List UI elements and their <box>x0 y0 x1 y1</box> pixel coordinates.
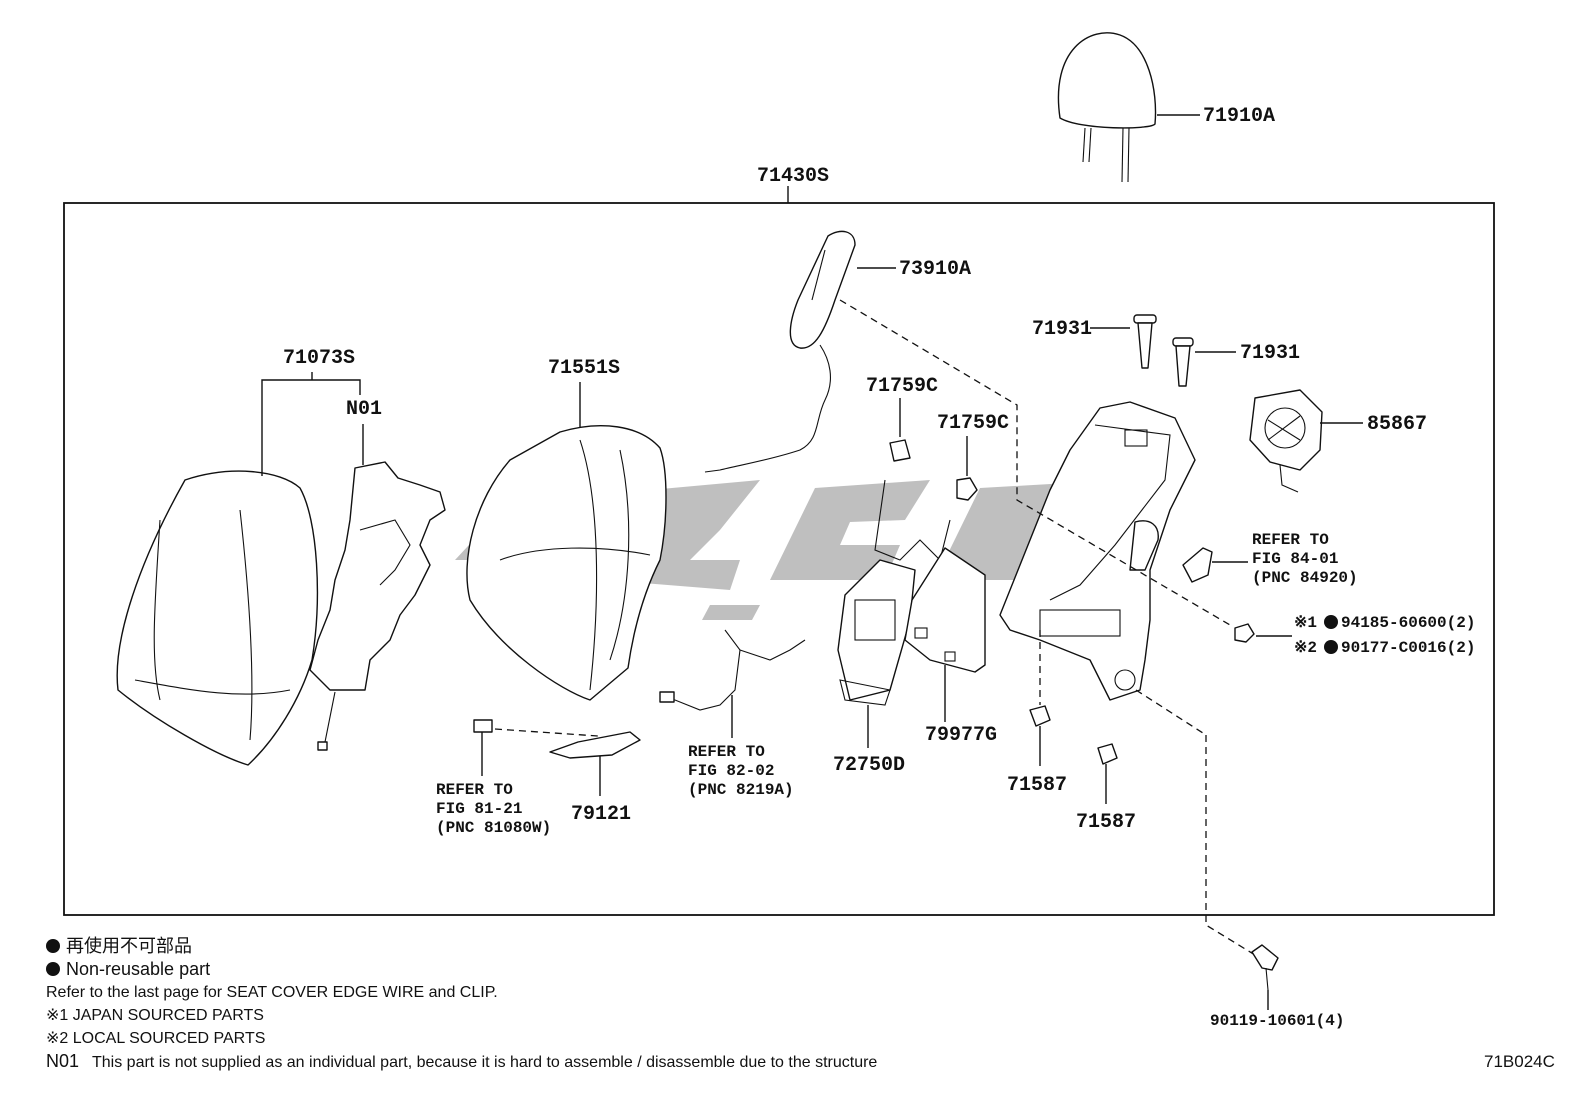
lumbar-support-part <box>837 479 951 706</box>
note-local-sourced: ※2 LOCAL SOURCED PARTS <box>46 1030 266 1047</box>
seatback-pad-part <box>466 425 667 701</box>
label-71931-a[interactable]: 71931 <box>1032 318 1092 341</box>
non-reusable-dot-2 <box>1324 640 1338 654</box>
ref-fig84-line2[interactable]: FIG 84-01 <box>1252 550 1338 568</box>
nut-71759C-b <box>956 477 978 501</box>
ref-fig82-line3[interactable]: (PNC 8219A) <box>688 781 794 799</box>
ref-fig84-line3[interactable]: (PNC 84920) <box>1252 569 1358 587</box>
mark-local: ※2 <box>1294 639 1317 657</box>
note-n01: N01 This part is not supplied as an indiv… <box>46 1050 1046 1073</box>
figure-code: 71B024C <box>1484 1052 1555 1071</box>
ref-fig81-line2[interactable]: FIG 81-21 <box>436 800 522 818</box>
label-71551S[interactable]: 71551S <box>548 357 620 380</box>
non-reusable-dot-icon <box>46 962 60 976</box>
label-71910A[interactable]: 71910A <box>1203 105 1275 128</box>
label-90177-C0016[interactable]: 90177-C0016(2) <box>1341 639 1475 657</box>
ref-fig84-line1[interactable]: REFER TO <box>1252 531 1329 549</box>
note-edge-wire: Refer to the last page for SEAT COVER ED… <box>46 984 498 1001</box>
clip-84920-part <box>1182 547 1213 583</box>
assembly-frame <box>63 202 1495 916</box>
label-72750D[interactable]: 72750D <box>833 754 905 777</box>
ref-fig82-line1[interactable]: REFER TO <box>688 743 765 761</box>
n01-backing-part <box>309 461 446 751</box>
ref-fig81-line3[interactable]: (PNC 81080W) <box>436 819 551 837</box>
notes-block: 再使用不可部品 Non-reusable part Refer to the l… <box>46 935 1046 1073</box>
dashed-leader-airbag <box>839 299 1231 626</box>
mark-japan: ※1 <box>1294 614 1317 632</box>
board-79977G-part <box>904 547 986 673</box>
seatback-frame-part <box>999 401 1196 701</box>
lumbar-cover-part <box>1249 389 1323 493</box>
label-85867[interactable]: 85867 <box>1367 413 1427 436</box>
label-N01[interactable]: N01 <box>346 398 382 421</box>
ref-fig81-line1[interactable]: REFER TO <box>436 781 513 799</box>
headrest-part <box>1057 32 1157 183</box>
guide-71931-a <box>1133 314 1157 369</box>
note-n01-code: N01 <box>46 1051 80 1071</box>
non-reusable-dot-icon <box>46 939 60 953</box>
bolt-90119-part <box>1251 944 1279 991</box>
label-90119-10601[interactable]: 90119-10601(4) <box>1210 1012 1344 1030</box>
guide-71931-b <box>1172 337 1194 387</box>
label-71759C-b[interactable]: 71759C <box>937 412 1009 435</box>
label-71587-a[interactable]: 71587 <box>1007 774 1067 797</box>
wire-harness-part <box>659 629 806 711</box>
bracket-79121-part <box>473 719 641 759</box>
label-71430S[interactable]: 71430S <box>757 165 829 188</box>
note-non-reusable-en: Non-reusable part <box>46 958 1046 981</box>
nut-71759C-a <box>889 439 911 462</box>
label-79977G[interactable]: 79977G <box>925 724 997 747</box>
side-airbag-part <box>704 230 856 473</box>
label-71587-b[interactable]: 71587 <box>1076 811 1136 834</box>
label-94185-60600[interactable]: 94185-60600(2) <box>1341 614 1475 632</box>
clip-71587-b <box>1097 743 1118 765</box>
note-n01-text: This part is not supplied as an individu… <box>92 1054 878 1071</box>
label-71931-b[interactable]: 71931 <box>1240 342 1300 365</box>
note-japan-sourced: ※1 JAPAN SOURCED PARTS <box>46 1007 264 1024</box>
label-71759C-a[interactable]: 71759C <box>866 375 938 398</box>
clip-71587-a <box>1029 705 1051 727</box>
label-73910A[interactable]: 73910A <box>899 258 971 281</box>
label-71073S[interactable]: 71073S <box>283 347 355 370</box>
label-79121[interactable]: 79121 <box>571 803 631 826</box>
note-non-reusable-jp: 再使用不可部品 <box>46 935 1046 958</box>
nut-94185-part <box>1234 623 1255 643</box>
ref-fig82-line2[interactable]: FIG 82-02 <box>688 762 774 780</box>
seatback-cover-part <box>116 470 319 766</box>
non-reusable-dot-1 <box>1324 615 1338 629</box>
